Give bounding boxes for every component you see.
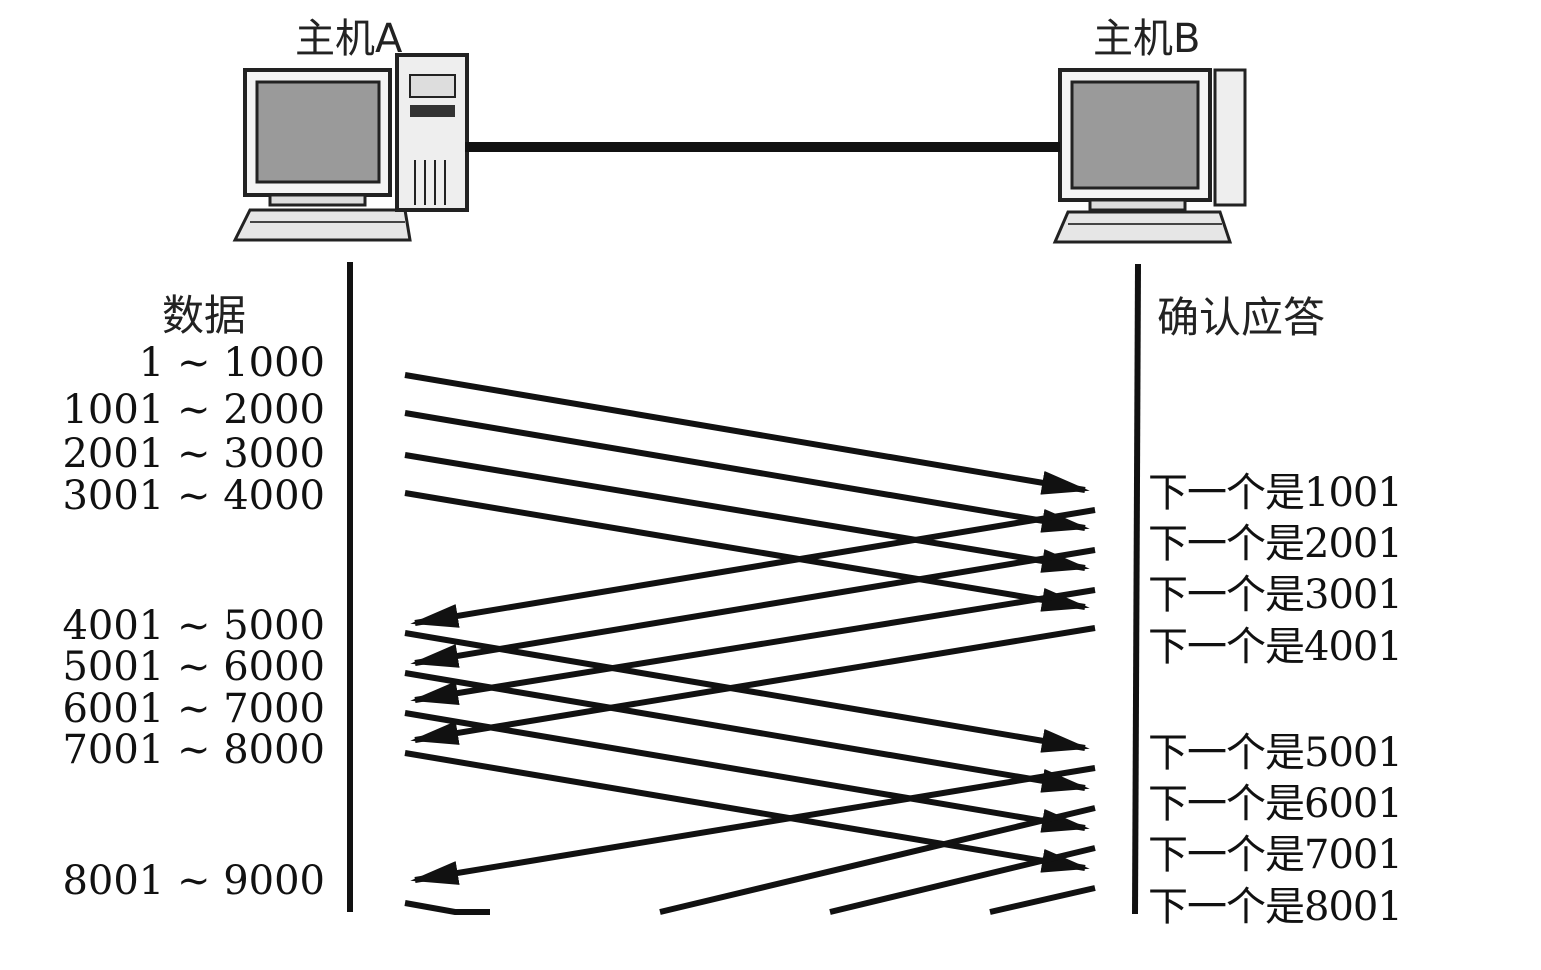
host-a-computer-icon (232, 53, 469, 242)
ack-arrow (410, 765, 1096, 885)
data-segment-arrow (404, 750, 1090, 873)
data-range-label: 1 ~ 1000 (138, 340, 325, 386)
data-range-label: 7001 ~ 8000 (62, 727, 325, 773)
host-b-label: 主机B (1093, 16, 1201, 62)
data-range-label: 2001 ~ 3000 (62, 431, 325, 477)
data-segment-arrow (404, 710, 1090, 833)
host-b-computer-icon (1052, 68, 1247, 244)
data-segment-arrow (404, 452, 1090, 573)
ack-arrow (410, 507, 1096, 628)
ack-arrow (829, 845, 1096, 915)
data-range-label: 1001 ~ 2000 (62, 387, 325, 433)
ack-arrow (410, 547, 1096, 668)
data-segment-arrow (404, 900, 490, 915)
data-segment-arrow (404, 372, 1090, 495)
receiver-timeline (1132, 263, 1141, 915)
receiver-column-title: 确认应答 (1157, 293, 1326, 342)
data-range-label: 8001 ~ 9000 (62, 858, 325, 904)
data-range-label: 4001 ~ 5000 (62, 603, 325, 649)
ack-arrow (410, 587, 1096, 705)
data-range-label: 3001 ~ 4000 (62, 473, 325, 519)
data-segment-arrow (404, 410, 1090, 533)
ack-label: 下一个是8001 (1148, 884, 1403, 930)
ack-arrow (659, 805, 1096, 915)
data-range-label: 5001 ~ 6000 (62, 644, 325, 690)
data-segment-arrow (404, 490, 1090, 612)
ack-label: 下一个是1001 (1148, 470, 1403, 516)
ack-label: 下一个是3001 (1148, 572, 1403, 618)
ack-label: 下一个是4001 (1148, 624, 1403, 670)
ack-label: 下一个是5001 (1148, 730, 1403, 776)
ack-label: 下一个是6001 (1148, 781, 1403, 827)
ack-arrow (410, 625, 1096, 745)
ack-label: 下一个是7001 (1148, 832, 1403, 878)
ack-arrow (989, 885, 1096, 915)
host-a-label: 主机A (295, 16, 403, 62)
ack-label: 下一个是2001 (1148, 521, 1403, 567)
data-range-label: 6001 ~ 7000 (62, 686, 325, 732)
data-segment-arrow (404, 670, 1090, 793)
data-segment-arrow (404, 630, 1090, 753)
sender-column-title: 数据 (162, 291, 247, 340)
